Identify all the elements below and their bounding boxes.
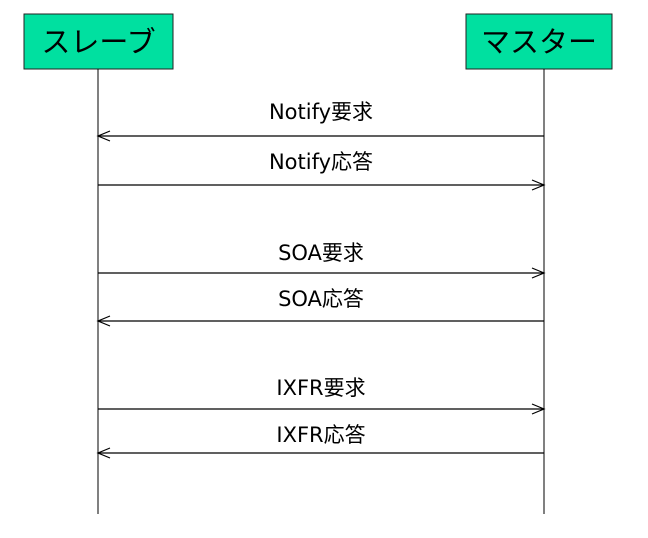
message-label: Notify要求 <box>269 100 373 124</box>
message-arrowhead <box>531 179 546 191</box>
actor-master: マスター <box>465 13 613 70</box>
message-soa-response: SOA応答 <box>96 287 544 327</box>
message-label: SOA応答 <box>278 287 364 311</box>
message-notify-request: Notify要求 <box>96 100 544 142</box>
message-label: IXFR応答 <box>276 423 365 447</box>
actor-slave: スレーブ <box>23 13 174 70</box>
message-arrowhead <box>96 130 111 142</box>
message-notify-response: Notify応答 <box>98 150 546 191</box>
message-label: Notify応答 <box>269 150 373 174</box>
message-ixfr-response: IXFR応答 <box>96 423 544 459</box>
message-soa-request: SOA要求 <box>98 241 546 279</box>
message-arrowhead <box>96 315 111 327</box>
message-arrowhead <box>531 267 546 279</box>
message-label: IXFR要求 <box>276 376 365 400</box>
actor-slave-label: スレーブ <box>41 25 155 59</box>
actor-slave-box <box>23 13 174 70</box>
actor-master-label: マスター <box>481 25 597 59</box>
message-list: Notify要求 Notify応答 SOA要求 SOA応答 IXFR要求 IXFR応答 <box>96 100 546 459</box>
message-ixfr-request: IXFR要求 <box>98 376 546 415</box>
message-arrowhead <box>96 447 111 459</box>
message-arrowhead <box>531 403 546 415</box>
message-label: SOA要求 <box>278 241 364 265</box>
actor-master-box <box>465 13 613 70</box>
